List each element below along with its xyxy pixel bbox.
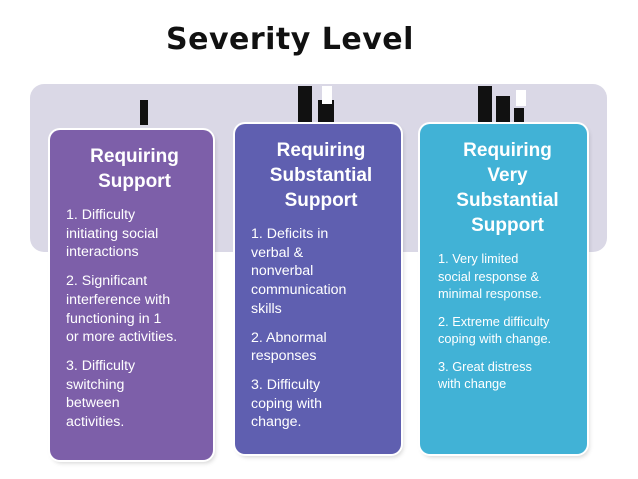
- criteria-list: 1. Very limited social response & minima…: [438, 250, 577, 393]
- criteria-item: 1. Deficits in verbal & nonverbal commun…: [251, 226, 347, 317]
- level-card-requiring-very-substantial-support: Requiring Very Substantial Support 1. Ve…: [420, 124, 587, 454]
- criteria-item: 1. Very limited social response & minima…: [438, 251, 542, 301]
- level-title: Requiring Substantial Support: [269, 140, 373, 211]
- level-card-requiring-support: Requiring Support 1. Difficulty initiati…: [50, 130, 213, 460]
- level-card-requiring-substantial-support: Requiring Substantial Support 1. Deficit…: [235, 124, 401, 454]
- signal-bars-1-icon: [138, 100, 152, 125]
- criteria-list: 1. Deficits in verbal & nonverbal commun…: [251, 225, 391, 432]
- level-title: Requiring Support: [90, 146, 179, 192]
- level-title: Requiring Very Substantial Support: [456, 140, 559, 236]
- signal-bars-2-icon: [298, 86, 338, 122]
- criteria-item: 3. Great distress with change: [438, 358, 532, 392]
- page-title: Severity Level: [166, 22, 414, 57]
- criteria-item: 3. Difficulty switching between activiti…: [66, 357, 136, 431]
- criteria-item: 2. Extreme difficulty coping with change…: [438, 313, 552, 347]
- criteria-item: 1. Difficulty initiating social interact…: [66, 207, 159, 261]
- signal-bars-3-icon: [478, 86, 530, 122]
- criteria-list: 1. Difficulty initiating social interact…: [66, 206, 203, 432]
- criteria-item: 2. Abnormal responses: [251, 329, 327, 365]
- criteria-item: 2. Significant interference with functio…: [66, 273, 178, 346]
- criteria-item: 3. Difficulty coping with change.: [251, 376, 322, 431]
